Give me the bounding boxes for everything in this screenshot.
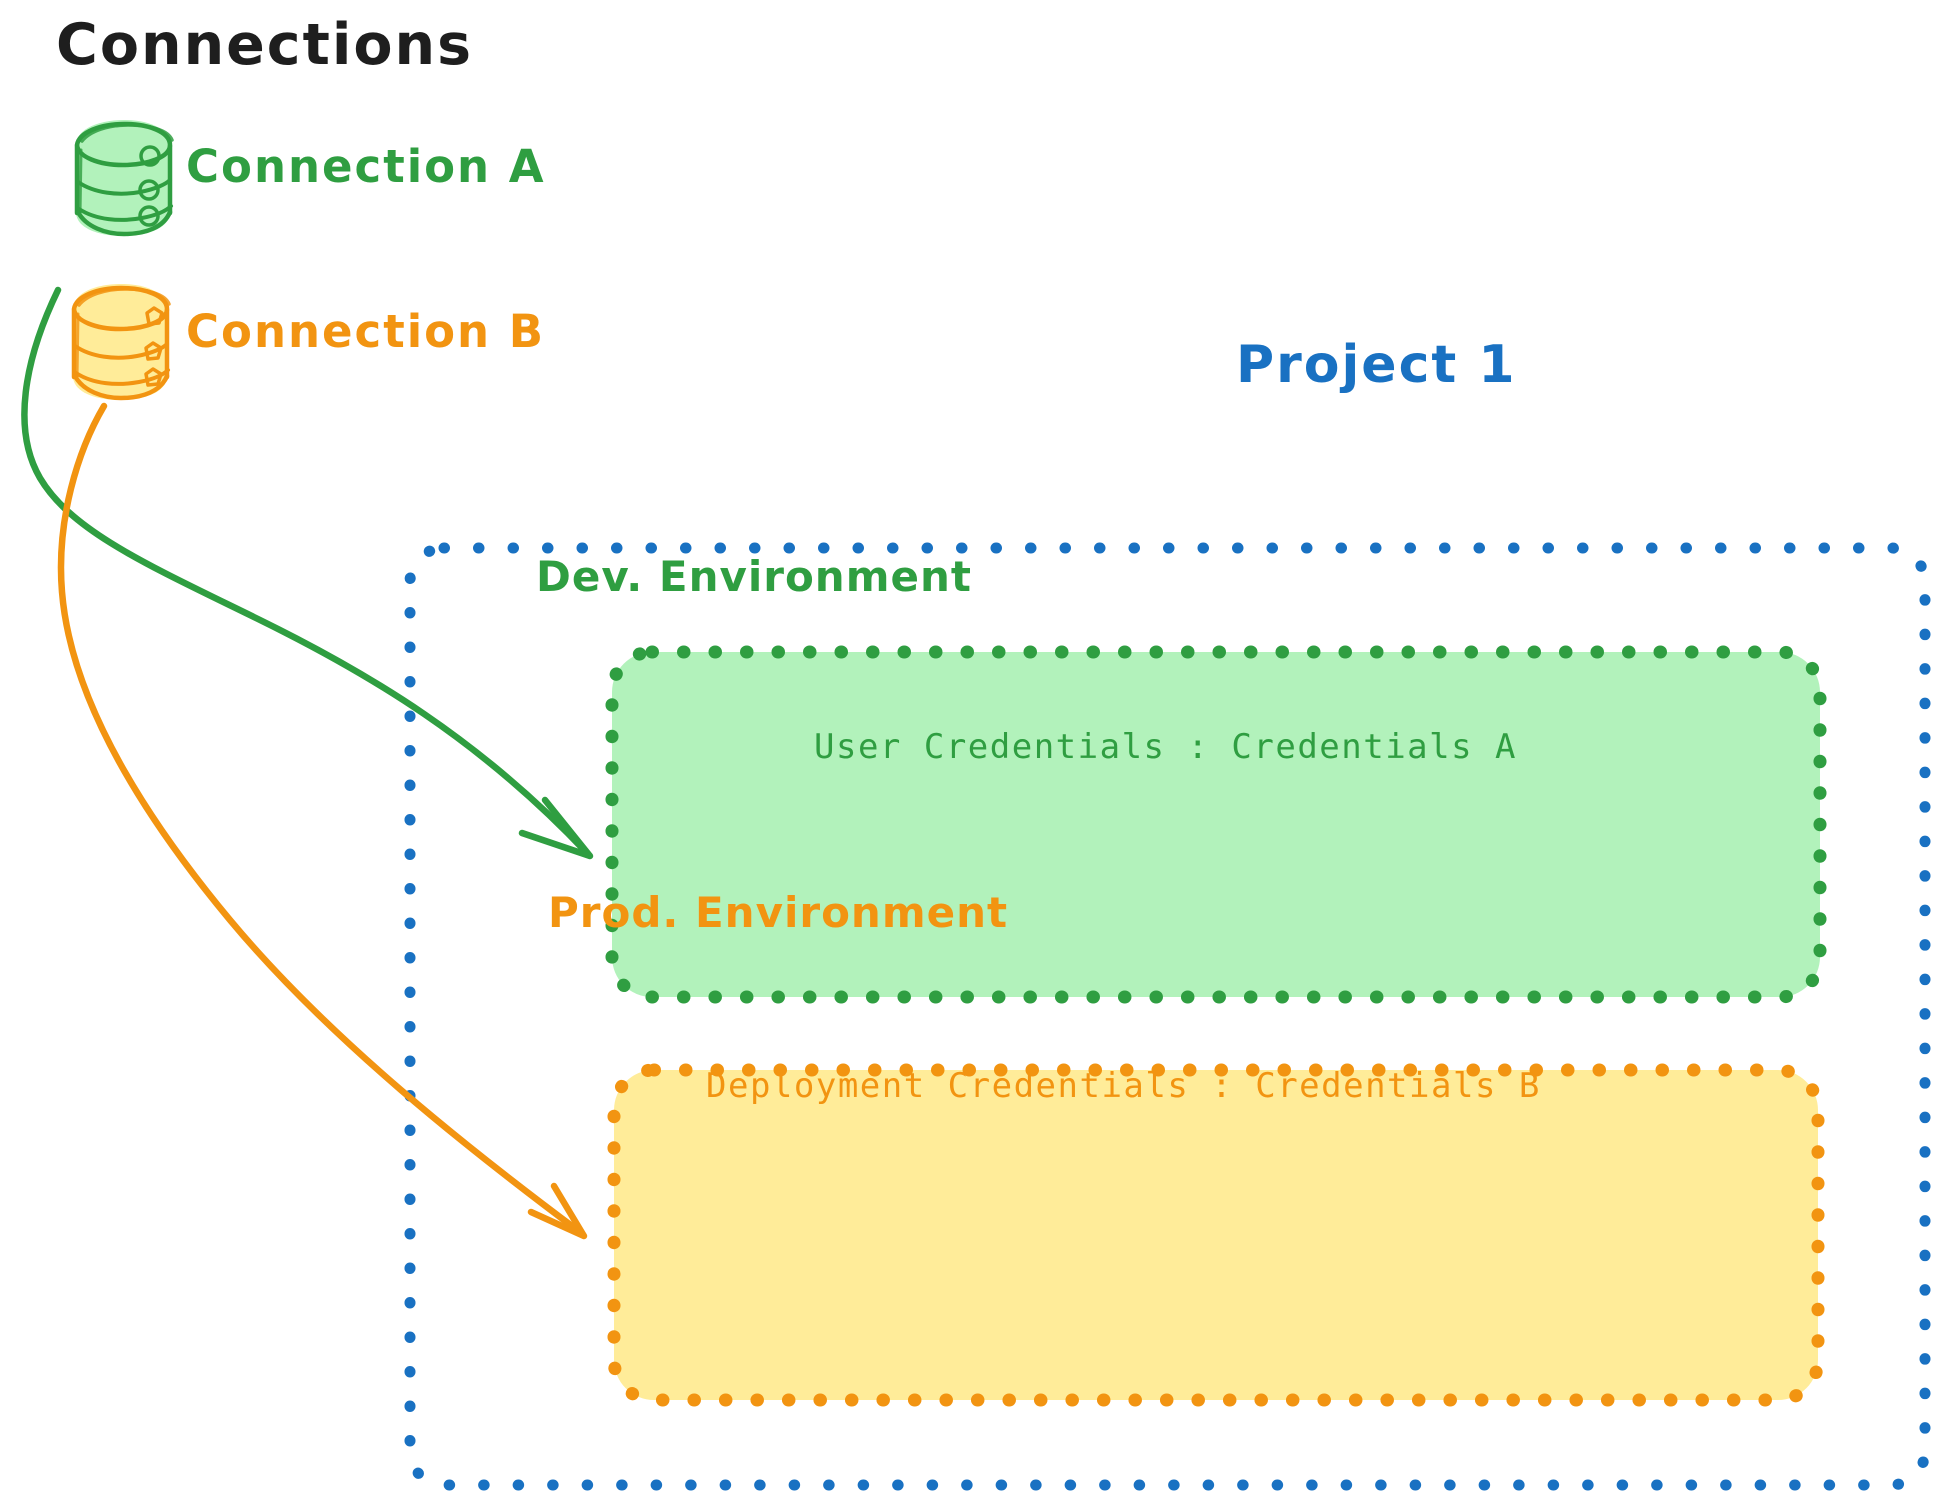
- connection-b-database-icon[interactable]: [71, 284, 171, 401]
- project-1-container: [404, 542, 1931, 1491]
- connection-a-cylinder-bottom: [75, 209, 173, 237]
- connection-b-cylinder-top-sketch: [77, 287, 171, 307]
- prod-environment-box[interactable]: [607, 1063, 1825, 1407]
- prod-environment-dotted-border: [607, 1063, 1825, 1407]
- connection-a-database-icon[interactable]: [74, 120, 174, 237]
- dev-environment-dotted-border: [605, 645, 1827, 1004]
- dev-environment-box[interactable]: [605, 645, 1827, 1004]
- connection-b-led-3: [144, 367, 163, 387]
- connection-a-cylinder-top-sketch: [80, 123, 174, 143]
- connection-b-cylinder-bottom: [72, 373, 170, 401]
- connection-a-led-2: [138, 179, 160, 201]
- connection-a-led-1: [139, 145, 161, 167]
- project-1-dotted-border: [404, 542, 1931, 1491]
- arrow-a-head: [518, 796, 594, 860]
- arrow-b-path: [57, 402, 584, 1236]
- connection-b-led-2: [144, 341, 163, 361]
- connection-b-led-1: [145, 306, 164, 326]
- connection-a-led-3: [138, 205, 160, 227]
- arrow-connection-b-to-prod: [57, 402, 588, 1240]
- prod-environment-fill: [614, 1070, 1818, 1400]
- arrow-a-path: [21, 286, 590, 856]
- arrow-b-head: [527, 1182, 588, 1240]
- arrow-connection-a-to-dev: [21, 286, 594, 860]
- dev-environment-fill: [612, 652, 1820, 997]
- connection-b-cylinder-fill: [73, 284, 167, 400]
